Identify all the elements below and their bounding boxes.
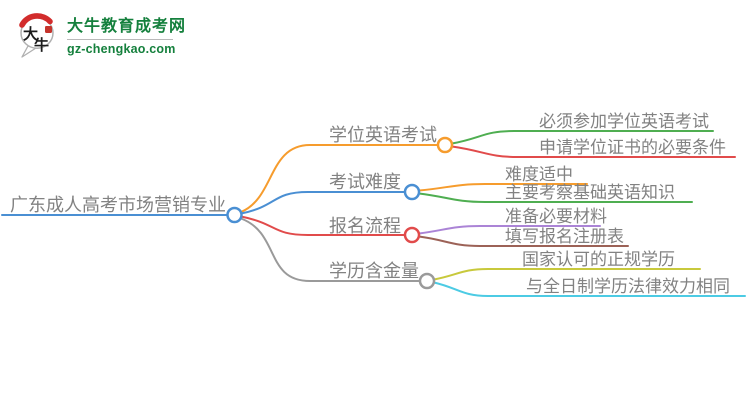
root-node-label[interactable]: 广东成人高考市场营销专业 — [10, 195, 226, 215]
branch-3-label[interactable]: 报名流程 — [329, 216, 401, 236]
branch-3-node-circle[interactable] — [403, 226, 421, 244]
edge-branch-4 — [240, 217, 421, 282]
root-node-circle[interactable] — [226, 206, 243, 224]
site-domain[interactable]: gz-chengkao.com — [67, 42, 176, 56]
edge-branch-2 — [240, 191, 406, 215]
branch-1-child-1-label[interactable]: 必须参加学位英语考试 — [539, 112, 709, 131]
edge-branch-1-child-1 — [451, 130, 714, 145]
edge-branch-3-child-1 — [418, 225, 601, 235]
branch-3-child-2-label[interactable]: 填写报名注册表 — [505, 227, 624, 246]
edge-branch-1-child-2 — [451, 145, 736, 158]
site-name[interactable]: 大牛教育成考网 — [67, 18, 187, 35]
branch-1-label[interactable]: 学位英语考试 — [329, 125, 437, 145]
edge-branch-4-child-2 — [433, 281, 746, 297]
edge-branch-4-child-1 — [433, 268, 701, 281]
edge-branch-3-child-2 — [418, 235, 629, 247]
branch-4-child-2-label[interactable]: 与全日制学历法律效力相同 — [526, 277, 730, 296]
branch-2-label[interactable]: 考试难度 — [329, 172, 401, 192]
logo-seal — [45, 26, 52, 33]
logo-divider — [67, 39, 173, 40]
edge-branch-2-child-1 — [418, 183, 588, 192]
site-logo[interactable]: 大 牛 大牛教育成考网 gz-chengkao.com — [18, 10, 186, 60]
branch-2-child-1-label[interactable]: 难度适中 — [505, 165, 573, 184]
dayniu-logo-icon: 大 牛 — [19, 13, 54, 58]
edge-branch-2-child-2 — [418, 192, 693, 203]
branch-2-child-2-label[interactable]: 主要考察基础英语知识 — [505, 183, 675, 202]
logo-char-niu: 牛 — [34, 36, 49, 54]
edge-branch-1 — [240, 144, 439, 213]
branch-4-label[interactable]: 学历含金量 — [329, 261, 419, 281]
edge-branch-3 — [240, 215, 406, 236]
branch-2-node-circle[interactable] — [403, 183, 421, 201]
branch-1-child-2-label[interactable]: 申请学位证书的必要条件 — [539, 138, 726, 157]
branch-3-child-1-label[interactable]: 准备必要材料 — [505, 207, 607, 226]
branch-1-node-circle[interactable] — [436, 136, 454, 154]
branch-4-child-1-label[interactable]: 国家认可的正规学历 — [522, 250, 675, 269]
branch-4-node-circle[interactable] — [418, 272, 436, 290]
logo-char-da: 大 — [23, 25, 38, 43]
